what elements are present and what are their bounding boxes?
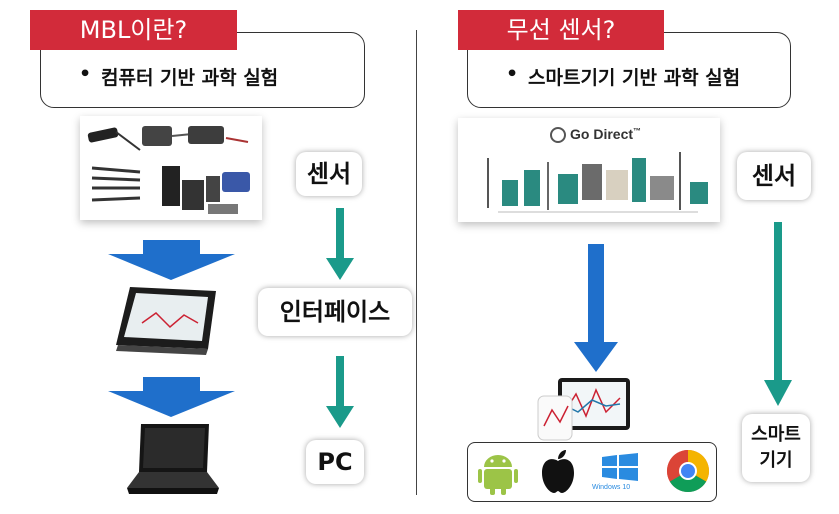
android-icon (478, 455, 518, 495)
right-teal-arrow (764, 222, 792, 406)
left-step-sensor: 센서 (296, 152, 362, 196)
right-blue-arrow (574, 244, 618, 372)
left-teal-arrow-1 (326, 208, 354, 280)
left-step-pc: PC (306, 440, 364, 484)
left-subtitle: 컴퓨터 기반 과학 실험 (101, 67, 279, 89)
platform-icons-box: Windows 10 (467, 442, 717, 502)
go-direct-brand: Go Direct (570, 126, 634, 142)
interface-device-image (116, 287, 216, 355)
left-blue-arrow-2 (108, 377, 235, 417)
right-step-smart-device: 스마트 기기 (742, 414, 810, 482)
right-step-sensor: 센서 (737, 152, 811, 200)
go-direct-logo: Go Direct™ (550, 126, 642, 144)
pc-laptop-image (127, 424, 219, 494)
bullet: • (79, 63, 92, 85)
left-sensors-photo (80, 116, 262, 220)
left-blue-arrow-1 (108, 240, 235, 280)
tablet-app-image (537, 378, 630, 441)
right-title: 무선 센서? (458, 10, 664, 50)
windows-icon (602, 453, 638, 481)
windows-label: Windows 10 (592, 484, 631, 491)
chrome-icon (666, 450, 710, 493)
left-teal-arrow-2 (326, 356, 354, 428)
left-title: MBL이란? (30, 10, 237, 50)
right-subtitle: 스마트기기 기반 과학 실험 (528, 67, 741, 89)
wireless-sensors-illustration (487, 152, 708, 213)
sensors-illustration (87, 126, 250, 214)
center-divider (416, 30, 417, 495)
left-step-interface: 인터페이스 (258, 288, 412, 336)
go-direct-photo: Go Direct™ (458, 118, 720, 222)
apple-icon (542, 450, 574, 493)
trademark-mark: ™ (633, 126, 642, 136)
go-direct-circle-icon (550, 127, 566, 144)
bullet: • (506, 63, 519, 85)
